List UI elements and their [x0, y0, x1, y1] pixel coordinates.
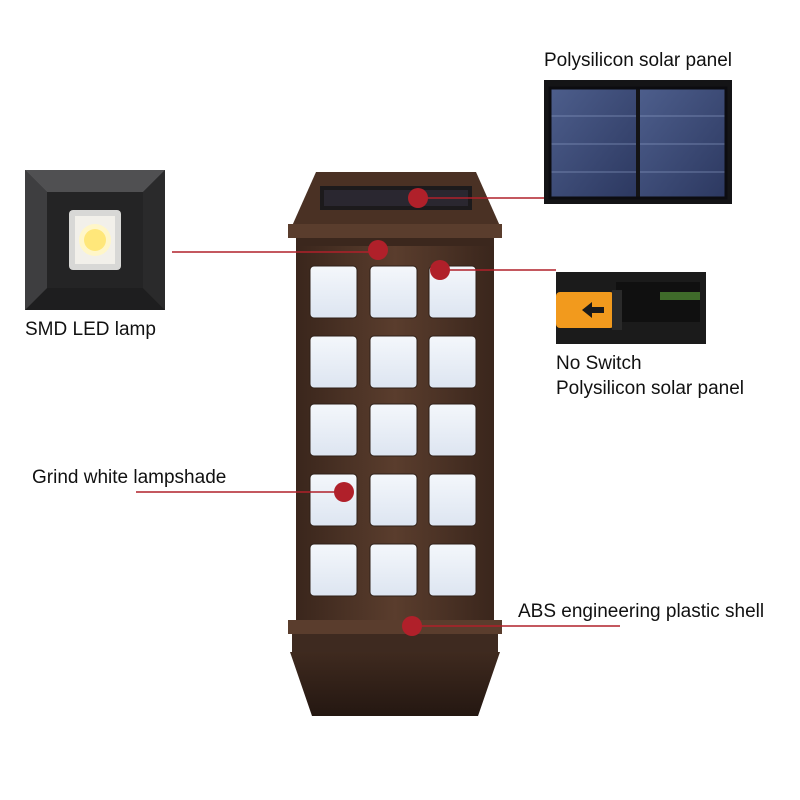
arrow-left-icon: [582, 302, 604, 318]
lamp-base: [290, 652, 500, 716]
led-lamp-inset: [25, 170, 165, 310]
solar-panel-inset: [544, 80, 732, 204]
label-switch-line1: No Switch: [556, 353, 642, 374]
label-shell: ABS engineering plastic shell: [518, 601, 765, 622]
label-led-lamp: SMD LED lamp: [25, 319, 156, 340]
label-solar-panel: Polysilicon solar panel: [544, 50, 732, 71]
lamp-windows: [309, 265, 477, 597]
callout-dots: [334, 188, 450, 636]
label-switch-line2: Polysilicon solar panel: [556, 378, 744, 399]
callout-lines: [136, 197, 620, 627]
switch-inset: [556, 272, 706, 344]
label-lampshade: Grind white lampshade: [32, 467, 227, 488]
